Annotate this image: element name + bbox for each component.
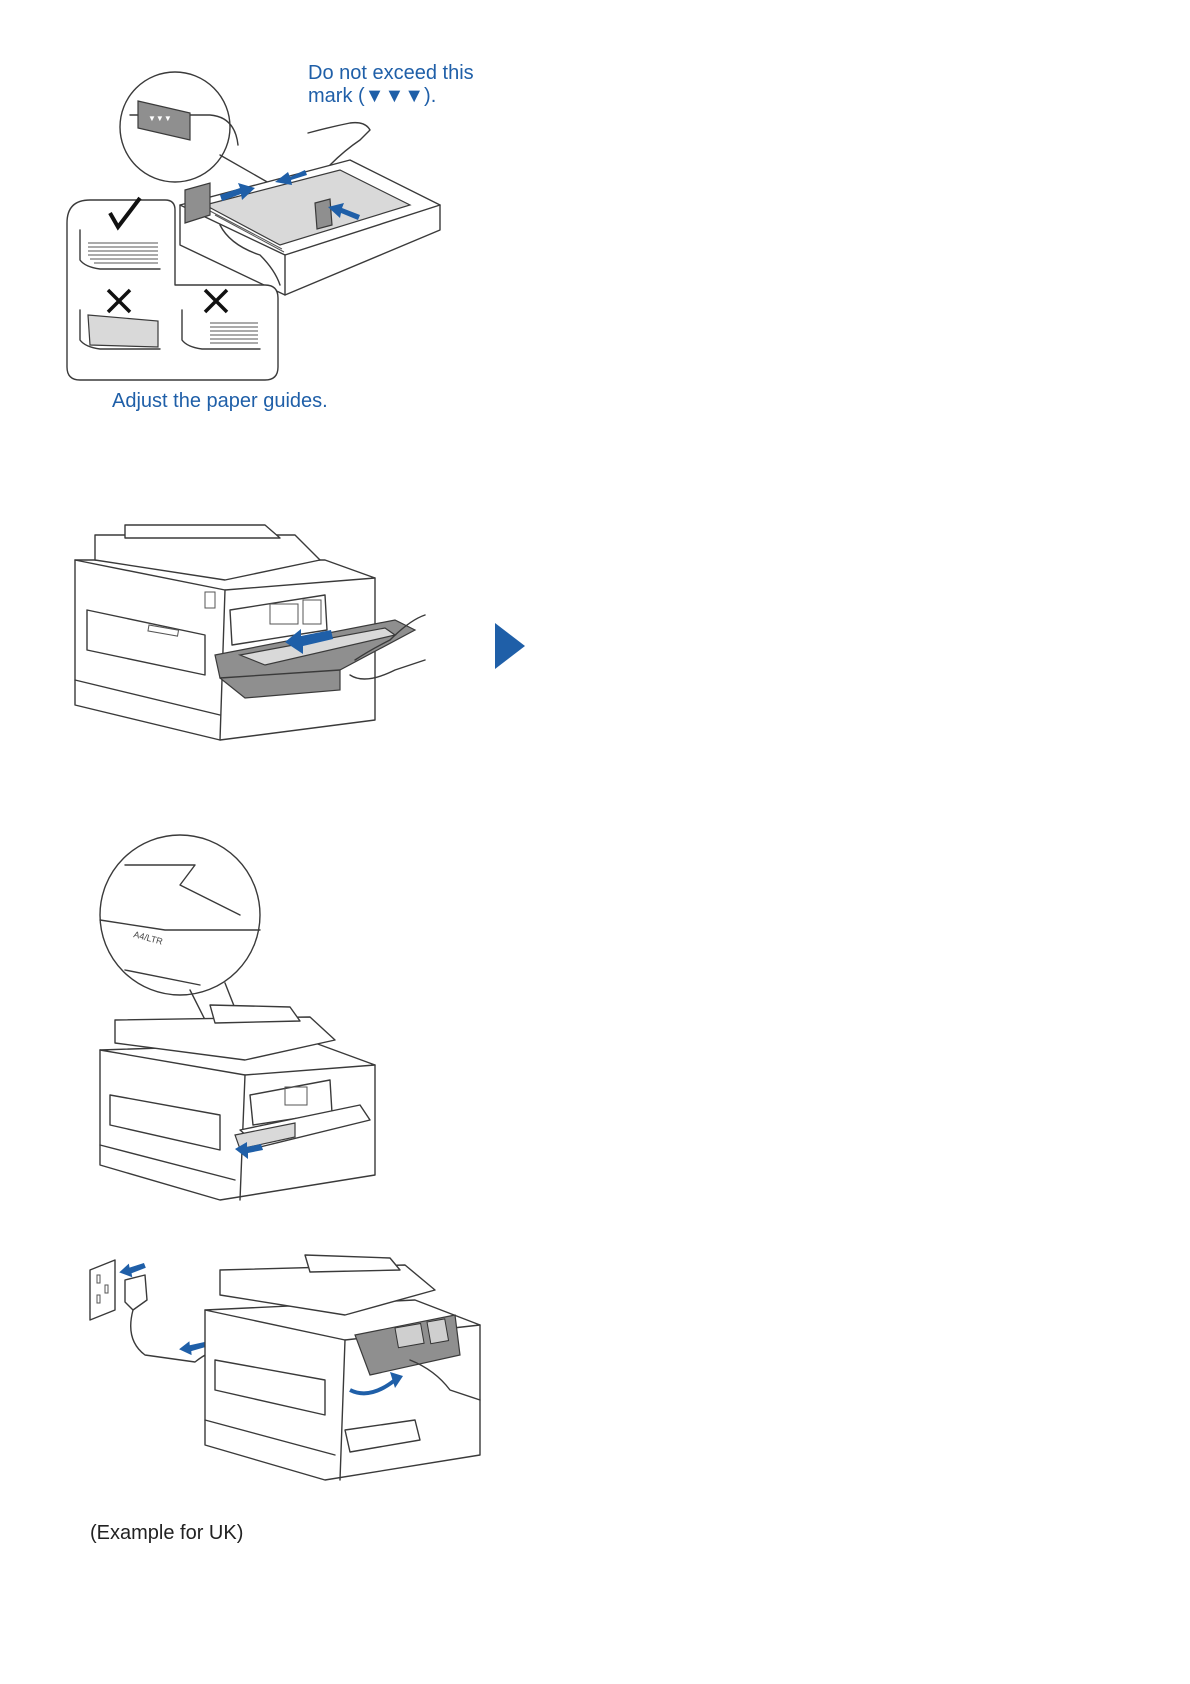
adjust-guides-caption: Adjust the paper guides. [112,390,412,413]
paper-tray-illustration: ▼▼▼ [60,55,520,455]
uk-example-caption: (Example for UK) [90,1522,340,1545]
printer-body [205,1255,480,1480]
mark-magnifier: ▼▼▼ [120,72,290,195]
svg-text:▼▼▼: ▼▼▼ [148,114,172,123]
printer-body [100,1005,375,1200]
mark-limit-note: Do not exceed this mark (▼▼▼). [308,62,508,108]
output-support-illustration: A4/LTR [85,825,395,1200]
power-cord-illustration: (Example for UK) [85,1230,525,1550]
next-step-arrow [495,623,525,669]
insert-tray-illustration [65,520,465,750]
